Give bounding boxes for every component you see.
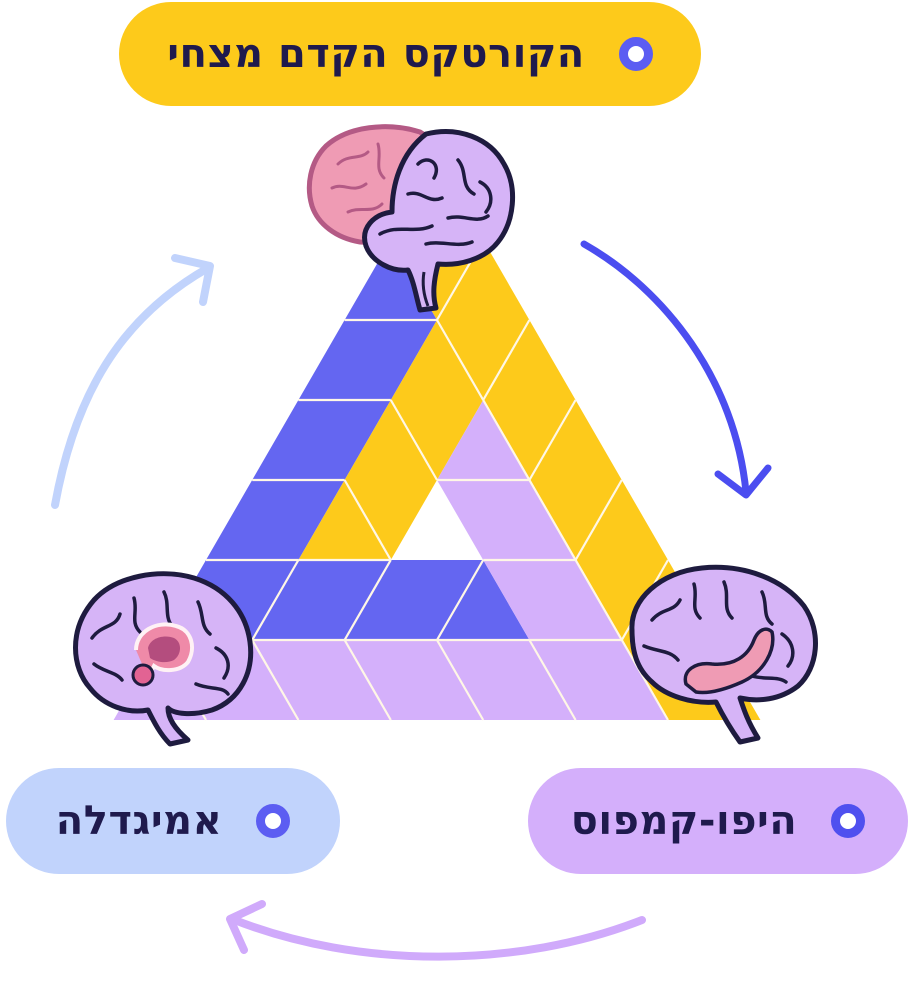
brain-amygdala-highlight-icon [73,571,254,747]
ring-dot-icon [618,37,653,71]
node-label-amygdala: אמיגדלה [55,798,223,844]
tile-line [482,319,531,401]
arrow-prefrontal-to-hippocampus [580,240,772,499]
tile-line [251,639,300,721]
tile-line [436,639,485,721]
tile-line [436,319,485,401]
tile-line [251,559,300,641]
node-label-prefrontal-cortex: הקורטקס הקדם מצחי [167,31,585,77]
tile-line [389,399,438,481]
tile-line [436,559,485,641]
triangle-band-blue [159,240,530,640]
arrow-hippocampus-to-amygdala [226,900,646,961]
node-label-hippocampus: היפו-קמפוס [570,798,798,844]
cycle-arrows [51,240,772,961]
node-hippocampus: היפו-קמפוס [528,768,908,874]
tile-line [343,559,392,641]
tile-line [343,479,392,561]
tile-line [574,479,623,561]
tile-line [528,639,577,721]
triangle-band-yellow [298,160,761,720]
ring-dot-icon [831,804,866,838]
tile-line [343,639,392,721]
ring-dot-icon [256,804,291,838]
node-amygdala: אמיגדלה [6,768,340,874]
tile-line [528,399,577,481]
node-prefrontal-cortex: הקורטקס הקדם מצחי [119,2,701,106]
triangle-tile-lines [158,239,669,721]
arrow-amygdala-to-prefrontal [51,254,214,509]
brain-prefrontal-highlight-icon [306,124,516,313]
brain-hippocampus-highlight-icon [629,564,818,745]
